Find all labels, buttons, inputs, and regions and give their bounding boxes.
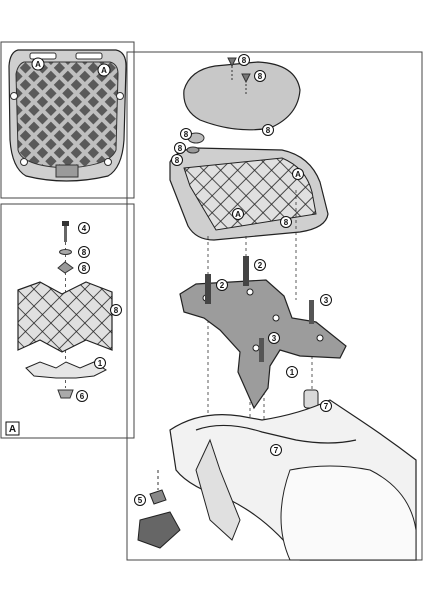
- label-8-top1: 8: [238, 54, 250, 66]
- nut-5-shape: [149, 489, 167, 505]
- bolt-3b: [259, 338, 264, 362]
- frame-rail: [195, 438, 241, 541]
- panel-base-plate: A A: [0, 41, 135, 199]
- svg-text:8: 8: [178, 144, 183, 153]
- label-a-main2: A: [232, 208, 244, 220]
- spacer: [57, 261, 74, 274]
- svg-text:2: 2: [258, 261, 263, 270]
- screw-top-1: [227, 57, 237, 68]
- screw-top-2: [241, 73, 251, 84]
- svg-text:5: 5: [138, 496, 143, 505]
- panel-detail-a: 4 8 8 8 1 6 A: [0, 203, 135, 439]
- label-5: 5: [134, 494, 146, 506]
- svg-text:1: 1: [98, 359, 103, 368]
- bolt-2a: [205, 274, 211, 304]
- svg-text:8: 8: [258, 72, 263, 81]
- svg-text:A: A: [235, 210, 241, 219]
- bolt-3a: [309, 300, 314, 324]
- panel-main-assembly: 8 8 8 8 8 8 8 A: [126, 51, 423, 561]
- label-8-top2: 8: [254, 70, 266, 82]
- label-8-lock2: 8: [174, 142, 186, 154]
- svg-text:A: A: [35, 60, 41, 69]
- label-a-right: A: [97, 63, 111, 77]
- svg-text:7: 7: [324, 402, 329, 411]
- svg-text:8: 8: [266, 126, 271, 135]
- svg-text:A: A: [101, 66, 107, 75]
- svg-text:3: 3: [324, 296, 329, 305]
- bolt-head: [62, 221, 69, 226]
- svg-text:8: 8: [114, 306, 119, 315]
- cover-plate: [183, 61, 301, 131]
- seat: [280, 465, 417, 561]
- svg-text:8: 8: [82, 248, 87, 257]
- label-7a: 7: [320, 400, 332, 412]
- label-3b: 3: [268, 332, 280, 344]
- slot-left: [29, 52, 57, 60]
- grid-insert: [17, 281, 113, 353]
- svg-text:8: 8: [175, 156, 180, 165]
- svg-text:1: 1: [290, 368, 295, 377]
- bolt-2b: [243, 256, 249, 286]
- svg-text:2: 2: [220, 281, 225, 290]
- label-6: 6: [76, 390, 88, 402]
- label-8-spacer: 8: [78, 262, 90, 274]
- label-2a: 2: [216, 279, 228, 291]
- label-8-cover: 8: [262, 124, 274, 136]
- label-1-detail: 1: [94, 357, 106, 369]
- svg-text:A: A: [295, 170, 301, 179]
- nut: [57, 389, 74, 399]
- label-7b: 7: [270, 444, 282, 456]
- svg-text:A: A: [9, 424, 16, 435]
- label-a-detail: A: [5, 421, 20, 436]
- tail-light: [137, 511, 181, 549]
- lock-housing: [55, 164, 79, 178]
- label-4: 4: [78, 222, 90, 234]
- label-1-main: 1: [286, 366, 298, 378]
- label-8-base: 8: [280, 216, 292, 228]
- label-8-washer: 8: [78, 246, 90, 258]
- label-2b: 2: [254, 259, 266, 271]
- svg-text:8: 8: [242, 56, 247, 65]
- svg-text:4: 4: [82, 224, 87, 233]
- svg-text:7: 7: [274, 446, 279, 455]
- spacer-7a: [303, 389, 319, 409]
- label-a-left: A: [31, 57, 45, 71]
- label-8-lock3: 8: [171, 154, 183, 166]
- plate-detail: [25, 361, 107, 379]
- svg-text:8: 8: [284, 218, 289, 227]
- svg-text:8: 8: [184, 130, 189, 139]
- washer: [59, 249, 72, 255]
- svg-text:3: 3: [272, 334, 277, 343]
- label-8-lock1: 8: [180, 128, 192, 140]
- grid-main: [183, 157, 317, 231]
- svg-text:6: 6: [80, 392, 85, 401]
- label-8-grid: 8: [110, 304, 122, 316]
- slot-right: [75, 52, 103, 60]
- svg-text:8: 8: [82, 264, 87, 273]
- label-a-main1: A: [292, 168, 304, 180]
- label-3a: 3: [320, 294, 332, 306]
